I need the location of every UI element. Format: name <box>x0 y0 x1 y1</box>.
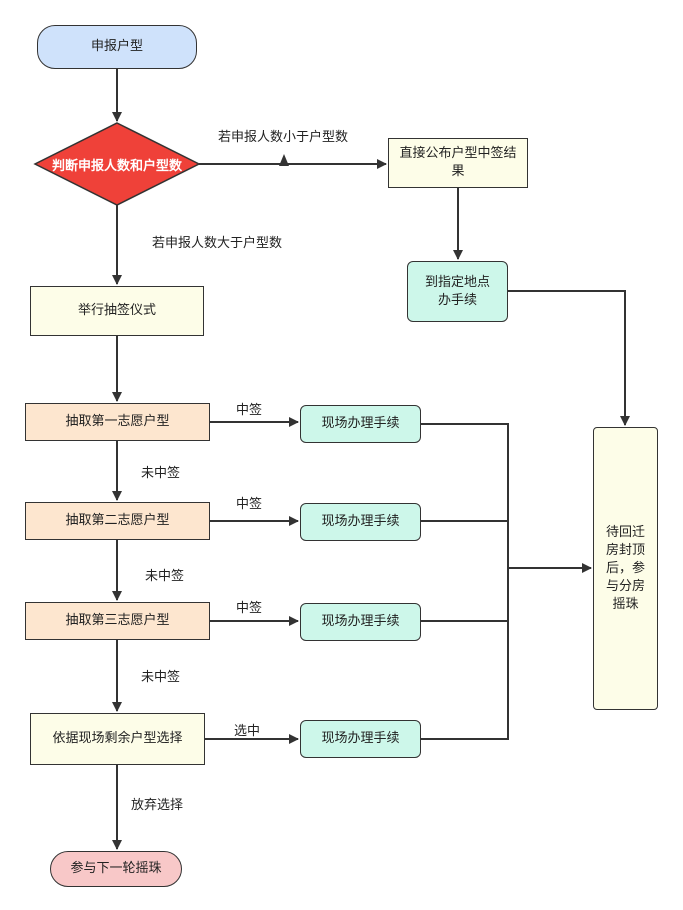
handle-procedure-node-2: 现场办理手续 <box>300 503 421 541</box>
lose-label-3: 未中签 <box>141 670 181 685</box>
selected-label: 选中 <box>234 724 261 739</box>
wait-lottery-node: 待回迁房封顶后，参与分房摇珠 <box>593 427 658 710</box>
draw-third-choice-node: 抽取第三志愿户型 <box>25 602 210 640</box>
draw-second-choice-node: 抽取第二志愿户型 <box>25 502 210 540</box>
win-label-1: 中签 <box>236 403 263 418</box>
choose-remaining-node: 依据现场剩余户型选择 <box>30 713 205 765</box>
condition-less-label: 若申报人数小于户型数 <box>218 130 349 145</box>
lose-label-1: 未中签 <box>141 466 181 481</box>
give-up-label: 放弃选择 <box>131 798 184 813</box>
win-label-3: 中签 <box>236 601 263 616</box>
handle-procedure-node-1: 现场办理手续 <box>300 405 421 443</box>
start-node: 申报户型 <box>37 25 197 69</box>
lose-label-2: 未中签 <box>145 569 185 584</box>
draw-first-choice-node: 抽取第一志愿户型 <box>25 403 210 441</box>
win-label-2: 中签 <box>236 497 263 512</box>
next-round-node: 参与下一轮摇珠 <box>50 851 182 887</box>
handle-procedure-node-3: 现场办理手续 <box>300 603 421 641</box>
decision-label: 判断申报人数和户型数 <box>51 159 182 174</box>
ceremony-node: 举行抽签仪式 <box>30 286 204 336</box>
condition-more-label: 若申报人数大于户型数 <box>152 236 283 251</box>
announce-result-node: 直接公布户型中签结果 <box>388 138 528 188</box>
handle-procedure-node-4: 现场办理手续 <box>300 720 421 758</box>
go-to-office-node: 到指定地点办手续 <box>407 261 508 322</box>
